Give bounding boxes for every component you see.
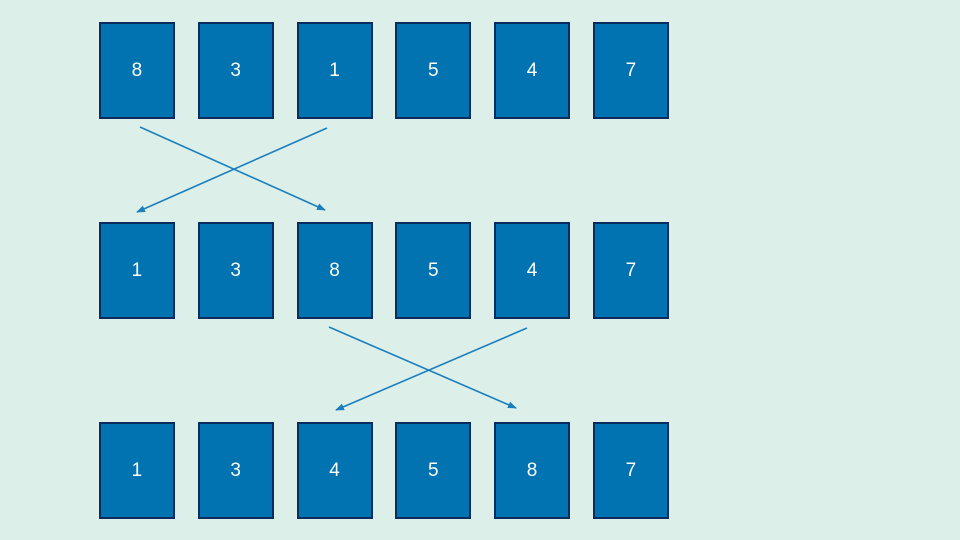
array-cell: 8	[494, 422, 571, 519]
array-cell-value: 3	[230, 60, 242, 81]
array-cell: 3	[197, 222, 274, 319]
array-cell: 4	[494, 222, 571, 319]
swap-arrow	[328, 326, 517, 409]
array-cell-value: 4	[526, 260, 538, 281]
array-cell-value: 5	[428, 260, 439, 281]
array-cell-value: 7	[625, 60, 637, 81]
array-cell: 4	[494, 22, 571, 119]
array-cell: 4	[296, 422, 373, 519]
array-cell: 8	[296, 222, 373, 319]
array-cell: 7	[593, 22, 669, 119]
array-cell: 5	[395, 422, 472, 519]
array-cell-value: 1	[329, 60, 340, 81]
array-cell-value: 3	[230, 260, 242, 281]
swap-arrow	[335, 327, 528, 411]
array-cell-value: 8	[526, 460, 538, 481]
array-cell-value: 8	[131, 60, 143, 81]
array-cell: 5	[395, 222, 472, 319]
array-cell: 7	[593, 222, 669, 319]
swap-arrow	[136, 127, 328, 213]
array-cell: 3	[197, 22, 274, 119]
array-cell-value: 7	[625, 260, 637, 281]
array-cell: 1	[296, 22, 373, 119]
array-cell-value: 5	[428, 60, 439, 81]
array-cell-value: 3	[230, 460, 242, 481]
array-cell-value: 4	[526, 60, 538, 81]
swap-arrow	[139, 126, 326, 211]
array-cell-value: 4	[329, 460, 340, 481]
array-cell: 1	[99, 422, 175, 519]
array-cell: 7	[593, 422, 669, 519]
array-cell: 5	[395, 22, 472, 119]
array-cell-value: 5	[428, 460, 439, 481]
array-cell-value: 8	[329, 260, 340, 281]
array-cell: 1	[99, 222, 175, 319]
array-cell: 8	[99, 22, 175, 119]
array-cell-value: 7	[625, 460, 637, 481]
array-cell-value: 1	[131, 260, 143, 281]
array-cell-value: 1	[131, 460, 143, 481]
array-cell: 3	[197, 422, 274, 519]
